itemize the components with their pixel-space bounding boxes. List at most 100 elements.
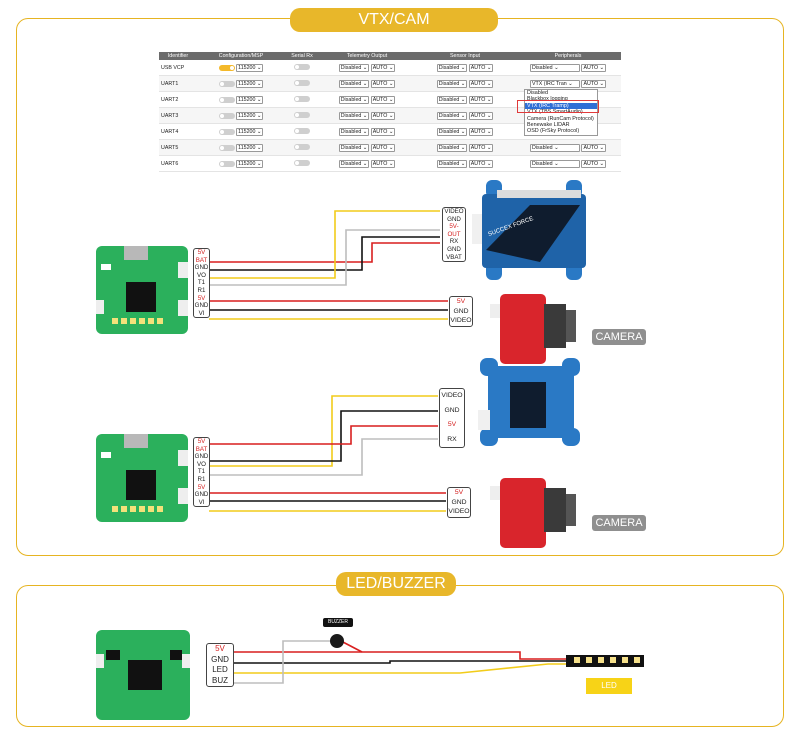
dropdown-option[interactable]: VTX (IRC Tramp) [525, 102, 597, 110]
serial-rx-toggle[interactable] [294, 64, 310, 71]
port-identifier: USB VCP [161, 64, 185, 71]
telemetry-baud-select[interactable]: AUTO ⌄ [370, 159, 396, 168]
peripheral-select[interactable]: Disabled ⌄ [529, 143, 580, 152]
dropdown-option[interactable]: Camera (RunCam Protocol) [527, 115, 594, 122]
telemetry-select[interactable]: Disabled ⌄ [338, 143, 370, 152]
sensor-baud-select[interactable]: AUTO ⌄ [468, 63, 494, 72]
peripheral-baud-select[interactable]: AUTO ⌄ [581, 159, 606, 168]
table-header: Identifier [159, 52, 197, 60]
led-label: LED [586, 678, 632, 694]
sensor-baud-select[interactable]: AUTO ⌄ [468, 143, 494, 152]
pin-label: BAT [195, 445, 208, 453]
peripheral-select[interactable]: Disabled ⌄ [529, 63, 580, 72]
baud-select[interactable]: 115200 ⌄ [236, 95, 264, 104]
pin-label: R1 [197, 286, 206, 294]
sensor-select[interactable]: Disabled ⌄ [436, 127, 468, 136]
pin-label: VIDEO [444, 208, 464, 215]
serial-rx-toggle[interactable] [294, 112, 310, 119]
msp-toggle[interactable] [218, 160, 235, 167]
msp-toggle[interactable] [218, 96, 235, 103]
dropdown-option[interactable]: Disabled [527, 90, 548, 96]
telemetry-select[interactable]: Disabled ⌄ [338, 127, 370, 136]
serial-rx-toggle[interactable] [294, 80, 310, 87]
sensor-select[interactable]: Disabled ⌄ [436, 95, 468, 104]
telemetry-select[interactable]: Disabled ⌄ [338, 111, 370, 120]
sensor-baud-select[interactable]: AUTO ⌄ [468, 127, 494, 136]
telemetry-select[interactable]: Disabled ⌄ [338, 159, 370, 168]
pin-label: BUZ [212, 675, 228, 685]
telemetry-baud-select[interactable]: AUTO ⌄ [370, 127, 396, 136]
msp-toggle[interactable] [218, 64, 235, 71]
pin-label: VI [198, 309, 205, 317]
wire-vo-video-2 [209, 395, 438, 467]
pin-label: T1 [197, 279, 206, 287]
pin-label: 5V [215, 644, 225, 653]
sensor-baud-select[interactable]: AUTO ⌄ [468, 159, 494, 168]
pin-label: GND [444, 406, 460, 414]
serial-rx-toggle[interactable] [294, 128, 310, 135]
dropdown-option[interactable]: Benewake LIDAR [527, 121, 570, 128]
telemetry-baud-select[interactable]: AUTO ⌄ [370, 111, 396, 120]
baud-select[interactable]: 115200 ⌄ [236, 127, 264, 136]
table-header: Peripherals [515, 52, 621, 60]
table-header: Telemetry Output [319, 52, 415, 60]
sensor-select[interactable]: Disabled ⌄ [436, 159, 468, 168]
port-identifier: UART3 [161, 112, 179, 119]
baud-select[interactable]: 115200 ⌄ [236, 79, 264, 88]
peripheral-baud-select[interactable]: AUTO ⌄ [581, 63, 606, 72]
sensor-select[interactable]: Disabled ⌄ [436, 79, 468, 88]
pin-label: GND [194, 491, 209, 499]
serial-rx-toggle[interactable] [294, 160, 310, 167]
telemetry-baud-select[interactable]: AUTO ⌄ [370, 79, 396, 88]
baud-select[interactable]: 115200 ⌄ [236, 159, 264, 168]
serial-rx-toggle[interactable] [294, 96, 310, 103]
vtx-cam-title: VTX/CAM [290, 8, 498, 32]
pin-label: GND [447, 215, 461, 223]
msp-toggle[interactable] [218, 128, 235, 135]
dropdown-option[interactable]: OSD (FrSky Protocol) [527, 128, 580, 135]
port-identifier: UART6 [161, 160, 179, 167]
msp-toggle[interactable] [218, 112, 235, 119]
wire-buz [233, 640, 332, 684]
telemetry-select[interactable]: Disabled ⌄ [338, 79, 370, 88]
led-buzzer-title: LED/BUZZER [336, 572, 456, 596]
telemetry-baud-select[interactable]: AUTO ⌄ [370, 95, 396, 104]
sensor-select[interactable]: Disabled ⌄ [436, 143, 468, 152]
pin-label: VBAT [446, 253, 462, 261]
peripheral-select[interactable]: VTX (IRC Tran ⌄ [529, 79, 580, 88]
dropdown-option[interactable]: Blackbox logging [527, 96, 568, 103]
led-strip [566, 655, 644, 667]
peripheral-select[interactable]: Disabled ⌄ [529, 159, 580, 168]
pin-label: T1 [197, 468, 206, 476]
pin-label: GND [211, 654, 229, 664]
flight-controller-3 [96, 630, 190, 720]
pin-label: GND [194, 302, 209, 310]
pin-label: BAT [195, 256, 208, 264]
sensor-select[interactable]: Disabled ⌄ [436, 111, 468, 120]
baud-select[interactable]: 115200 ⌄ [236, 63, 264, 72]
table-row: UART6 115200 ⌄Disabled ⌄ AUTO ⌄Disabled … [159, 155, 621, 172]
pin-label: 5V [197, 438, 206, 445]
telemetry-baud-select[interactable]: AUTO ⌄ [370, 143, 396, 152]
msp-toggle[interactable] [218, 80, 235, 87]
telemetry-select[interactable]: Disabled ⌄ [338, 63, 370, 72]
flight-controller-2 [96, 434, 188, 522]
wire-t1-rx-1 [209, 229, 440, 286]
sensor-baud-select[interactable]: AUTO ⌄ [468, 95, 494, 104]
sensor-baud-select[interactable]: AUTO ⌄ [468, 79, 494, 88]
telemetry-baud-select[interactable]: AUTO ⌄ [370, 63, 396, 72]
table-header: Serial Rx [285, 52, 319, 60]
peripheral-baud-select[interactable]: AUTO ⌄ [581, 143, 606, 152]
serial-rx-toggle[interactable] [294, 144, 310, 151]
peripheral-baud-select[interactable]: AUTO ⌄ [581, 79, 606, 88]
baud-select[interactable]: 115200 ⌄ [236, 143, 264, 152]
telemetry-select[interactable]: Disabled ⌄ [338, 95, 370, 104]
msp-toggle[interactable] [218, 144, 235, 151]
sensor-select[interactable]: Disabled ⌄ [436, 63, 468, 72]
baud-select[interactable]: 115200 ⌄ [236, 111, 264, 120]
port-identifier: UART4 [161, 128, 179, 135]
wire-vo-video-1 [209, 210, 440, 279]
sensor-baud-select[interactable]: AUTO ⌄ [468, 111, 494, 120]
pin-label: VIDEO [450, 317, 472, 324]
